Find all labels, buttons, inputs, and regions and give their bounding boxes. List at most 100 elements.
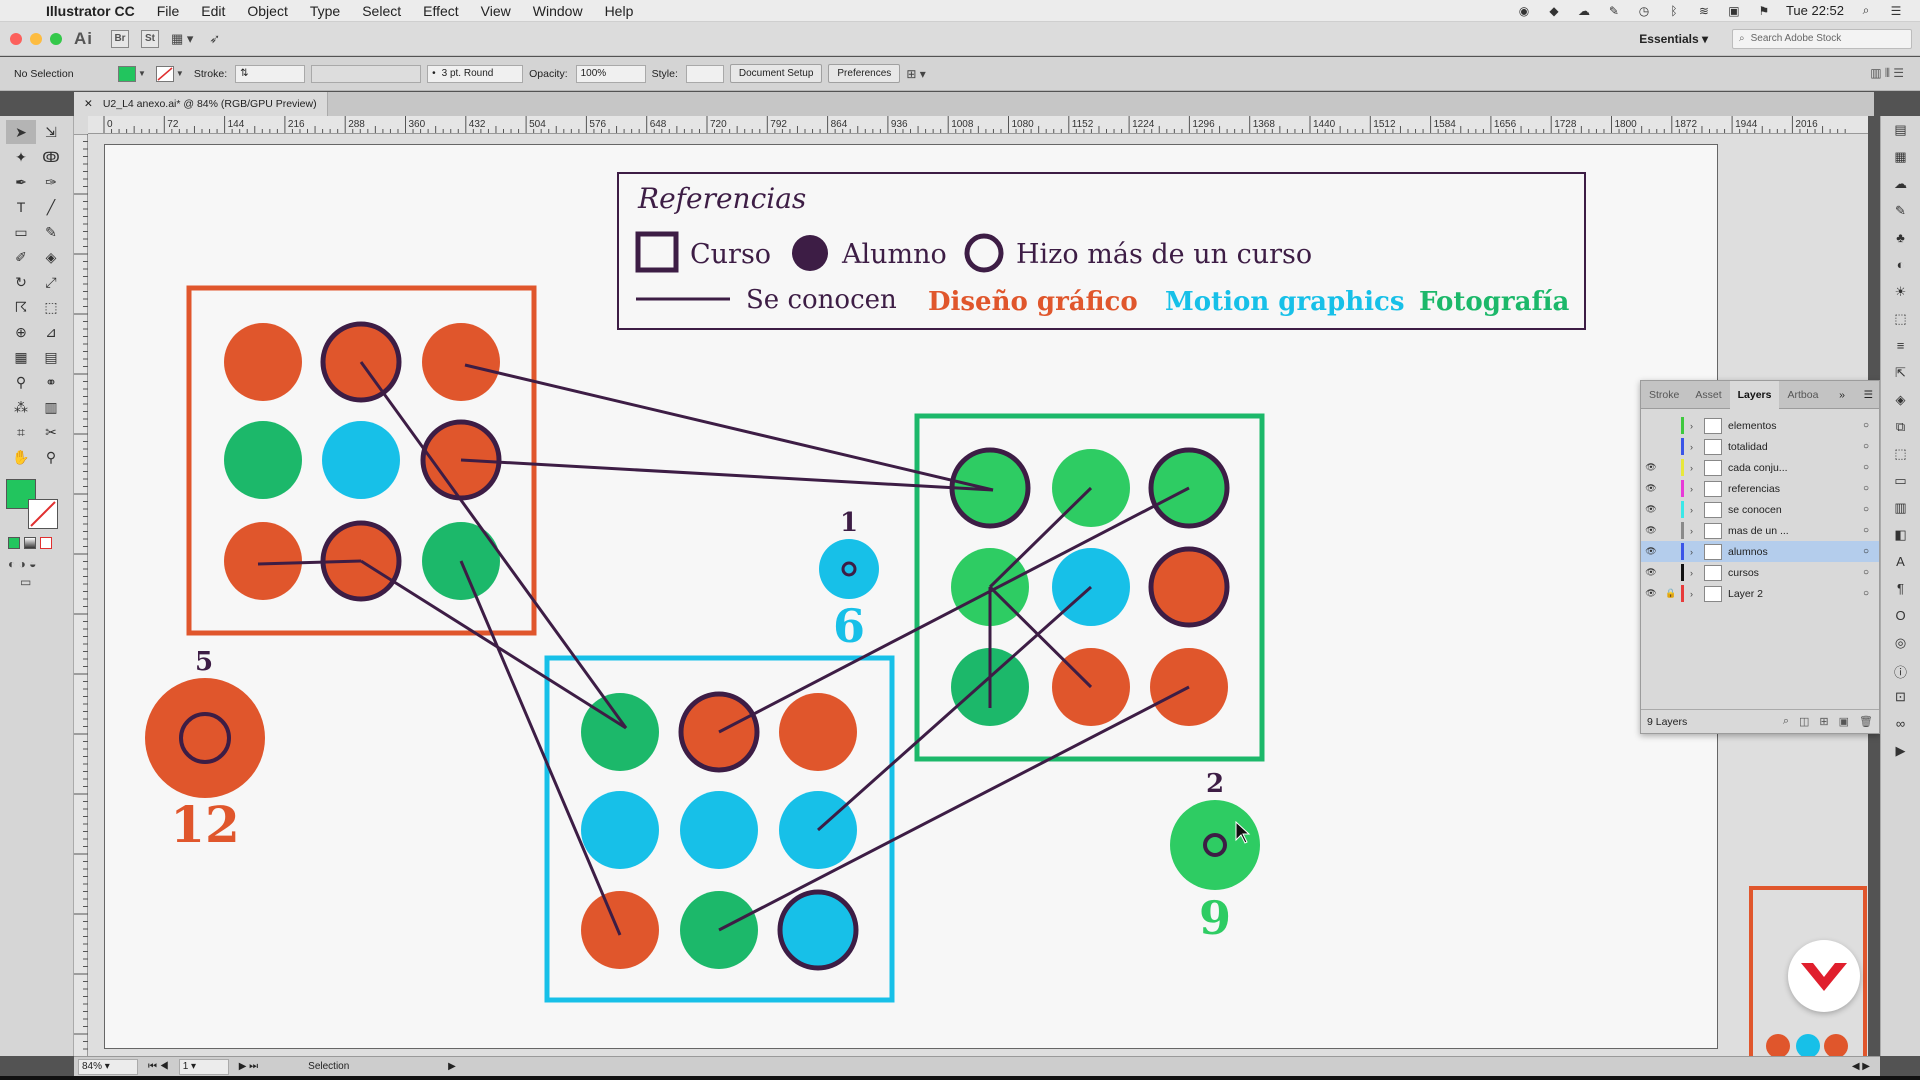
artboard-nav-last-icon[interactable]: ▶ ⏭ [238, 1061, 259, 1072]
artboards-icon[interactable]: ⧉ [1895, 419, 1906, 434]
canvas[interactable]: Referencias Curso Alumno Hizo más de un … [88, 134, 1868, 1056]
free-transform-tool-icon[interactable]: ⬚ [44, 298, 58, 315]
target-circle-icon[interactable]: ○ [1862, 567, 1870, 578]
menu-type[interactable]: Type [309, 2, 341, 19]
symbol-sprayer-tool-icon[interactable]: ⁂ [14, 398, 28, 415]
appearance-icon[interactable]: ☀ [1894, 284, 1907, 299]
workspace-switcher[interactable]: Essentials ▾ [1639, 31, 1708, 46]
eye-icon[interactable]: 👁 [1645, 483, 1657, 493]
blend-tool-icon[interactable]: ⚭ [45, 373, 57, 390]
orange-big-count[interactable]: 12 [170, 795, 240, 854]
legend-diseno-label[interactable]: Diseño gráfico [928, 287, 1138, 317]
stock-button[interactable]: St [141, 29, 159, 48]
status-menu-icon[interactable]: ▶ [448, 1061, 456, 1072]
chevron-right-icon[interactable]: › [1690, 462, 1693, 473]
character-icon[interactable]: A [1896, 554, 1905, 569]
layer-row[interactable]: ›elementos○ [1641, 415, 1879, 436]
layer-name[interactable]: cada conju... [1728, 461, 1788, 474]
chevron-down-icon[interactable]: ▼ [138, 69, 146, 78]
gpu-performance-icon[interactable]: ➶ [209, 30, 221, 46]
actions-icon[interactable]: ▶ [1895, 743, 1906, 758]
document-setup-button[interactable]: Document Setup [729, 64, 823, 83]
cc-libraries-icon[interactable]: ☁ [1894, 176, 1907, 191]
horizontal-scrollbar[interactable]: ◀ ▶ [1851, 1061, 1870, 1072]
eye-icon[interactable]: 👁 [1645, 462, 1657, 472]
column-graph-tool-icon[interactable]: ▥ [44, 398, 58, 415]
chevron-right-icon[interactable]: › [1690, 441, 1693, 452]
variable-width-profile[interactable] [311, 64, 422, 83]
eye-icon[interactable]: 👁 [1645, 588, 1657, 598]
eye-icon[interactable]: 👁 [1645, 546, 1657, 556]
layers-icon[interactable]: ◈ [1895, 392, 1906, 407]
dropbox-icon[interactable]: ◆ [1549, 3, 1559, 18]
menu-file[interactable]: File [156, 2, 180, 19]
menu-object[interactable]: Object [247, 2, 288, 19]
panel-options-icon[interactable]: ▥ ⫴ ☰ [1870, 66, 1904, 80]
layer-name[interactable]: alumnos [1728, 545, 1768, 558]
artboard-nav-first-icon[interactable]: ⏮ ◀ [148, 1061, 169, 1072]
target-circle-icon[interactable]: ○ [1862, 546, 1870, 557]
fill-color-box[interactable] [6, 479, 36, 509]
color-guide-icon[interactable]: ◎ [1894, 635, 1907, 650]
layer-row[interactable]: 👁›referencias○ [1641, 478, 1879, 499]
selection-tool-icon[interactable]: ➤ [6, 120, 36, 144]
eye-icon[interactable]: 👁 [1645, 504, 1657, 514]
pathfinder-icon[interactable]: ⬚ [1894, 446, 1907, 461]
graphic-style-select[interactable] [685, 64, 724, 83]
paintbrush-tool-icon[interactable]: ✎ [45, 223, 57, 240]
transform-icon[interactable]: ⬚ [1894, 311, 1907, 326]
info-icon[interactable]: ⓘ [1893, 665, 1907, 680]
layer-row[interactable]: 👁›mas de un ...○ [1641, 520, 1879, 541]
type-tool-icon[interactable]: T [16, 199, 26, 215]
target-circle-icon[interactable]: ○ [1862, 441, 1870, 452]
legend-alumno-label[interactable]: Alumno [841, 239, 947, 270]
alumno-circle[interactable] [224, 421, 302, 499]
gradient-icon[interactable]: ▭ [1894, 473, 1907, 488]
chevron-right-icon[interactable]: › [1690, 525, 1693, 536]
chevron-right-icon[interactable]: › [1690, 588, 1693, 599]
tab-asset[interactable]: Asset [1695, 388, 1722, 401]
align-options-icon[interactable]: ⊞ ▾ [906, 66, 926, 81]
line-tool-icon[interactable]: ╱ [46, 198, 56, 215]
screen-icon[interactable]: ▣ [1728, 3, 1740, 18]
zoom-window-button[interactable] [50, 32, 62, 45]
transparency-icon[interactable]: ◧ [1894, 527, 1907, 542]
legend-title[interactable]: Referencias [637, 182, 806, 215]
layer-row[interactable]: ›totalidad○ [1641, 436, 1879, 457]
alumno-circle[interactable] [224, 323, 302, 401]
alumno-circle-multi[interactable] [777, 889, 859, 971]
symbols-icon[interactable]: ♣ [1896, 230, 1905, 245]
orange-small-count[interactable]: 5 [195, 647, 213, 677]
clock[interactable]: Tue 22:52 [1785, 3, 1844, 18]
bluetooth-icon[interactable]: ᛒ [1670, 3, 1678, 18]
gradient-tool-icon[interactable]: ▤ [44, 348, 58, 365]
eye-icon[interactable]: 👁 [1645, 567, 1657, 577]
alumno-circle[interactable] [680, 791, 758, 869]
new-layer-icon[interactable]: ▣ [1838, 716, 1850, 728]
layers-panel[interactable]: Stroke Asset Layers Artboa » ☰ ›elemento… [1640, 380, 1880, 734]
layer-name[interactable]: referencias [1728, 482, 1780, 495]
tab-stroke[interactable]: Stroke [1649, 388, 1680, 401]
record-icon[interactable]: ◉ [1518, 3, 1530, 18]
sync-icon[interactable]: ✎ [1608, 3, 1619, 18]
flag-icon[interactable]: ⚑ [1758, 3, 1770, 18]
warp-tool-icon[interactable]: ☈ [14, 298, 28, 315]
brushes-icon[interactable]: ✎ [1895, 203, 1906, 218]
document-tab[interactable]: ✕ U2_L4 anexo.ai* @ 84% (RGB/GPU Preview… [74, 92, 328, 116]
stroke-weight-field[interactable]: ⇅ [235, 64, 306, 83]
direct-selection-tool-icon[interactable]: ⇲ [45, 123, 57, 140]
layer-name[interactable]: mas de un ... [1728, 524, 1789, 537]
magic-wand-tool-icon[interactable]: ✦ [15, 148, 27, 165]
layer-row[interactable]: 👁›cada conju...○ [1641, 457, 1879, 478]
alumno-circle[interactable] [224, 522, 302, 600]
legend-curso-label[interactable]: Curso [690, 239, 771, 270]
chevron-right-icon[interactable]: › [1690, 546, 1693, 557]
tab-artboards[interactable]: Artboa [1787, 388, 1819, 401]
pen-tool-icon[interactable]: ✒ [15, 173, 27, 190]
artboard-number-field[interactable]: 1 ▾ [178, 1058, 229, 1075]
fill-swatch[interactable] [118, 65, 136, 82]
libraries-icon[interactable]: ▦ [1894, 149, 1907, 164]
chevron-down-icon[interactable]: ▼ [175, 69, 184, 78]
cloud-icon[interactable]: ☁ [1577, 3, 1590, 18]
menu-view[interactable]: View [480, 2, 511, 19]
